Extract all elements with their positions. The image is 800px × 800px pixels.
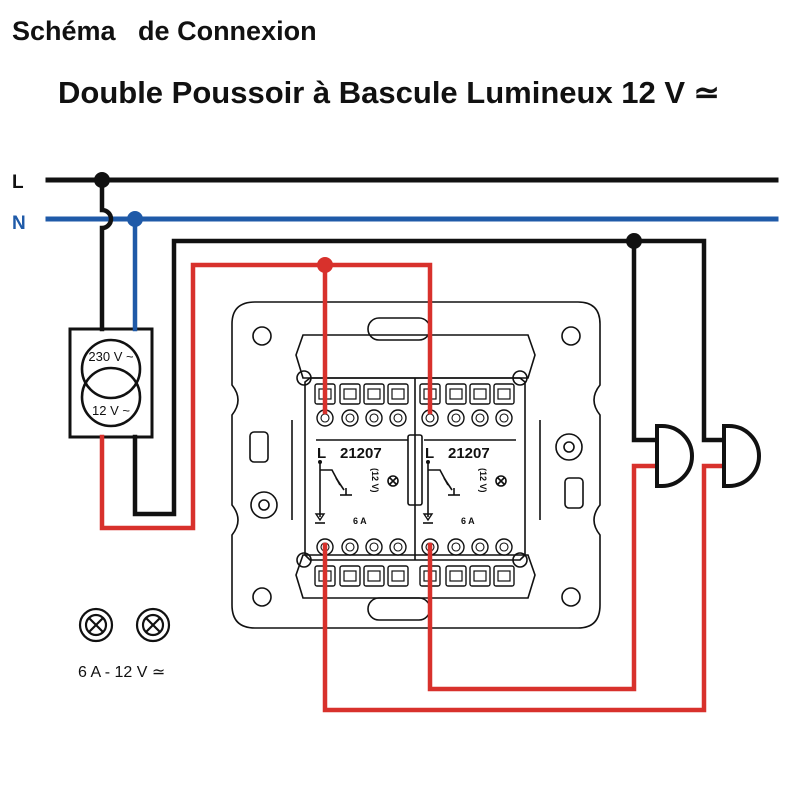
switch-ref-right: 21207 <box>448 445 490 462</box>
ground-arrow-icon <box>422 505 434 524</box>
switch-rating-right: 6 A <box>461 516 475 526</box>
diagram-title: Schéma de Connexion <box>12 16 317 46</box>
terminal-screw <box>469 538 491 587</box>
switch-voltage-right: (12 V) <box>478 468 488 493</box>
junction-dot <box>127 211 143 227</box>
switch-block <box>304 377 526 561</box>
lamp-icon <box>135 607 171 643</box>
red-supply-wire <box>99 262 433 531</box>
terminal-label-right: L <box>425 445 434 462</box>
terminal-screw <box>445 383 467 427</box>
terminal-screw <box>493 538 515 587</box>
transformer-primary-label: 230 V ~ <box>88 349 134 364</box>
live-line-label: L <box>12 172 24 193</box>
terminal-screw <box>387 538 409 587</box>
transformer-icon: 230 V ~ 12 V ~ <box>68 327 154 439</box>
junction-dot <box>626 233 642 249</box>
lamp-icon <box>78 607 114 643</box>
black-bell1-wire <box>631 238 658 443</box>
ground-arrow-icon <box>314 505 326 524</box>
switch-mounting-plate <box>231 301 601 629</box>
red-bell2-wire <box>322 463 725 713</box>
lamp-icon <box>495 475 507 487</box>
terminal-screw <box>363 538 385 587</box>
diagram-subtitle: Double Poussoir à Bascule Lumineux 12 V … <box>58 75 720 110</box>
terminal-screw <box>493 383 515 427</box>
junction-dot <box>317 257 333 273</box>
transformer-secondary-label: 12 V ~ <box>92 403 130 418</box>
black-common-wire <box>132 238 725 517</box>
terminal-label-left: L <box>317 445 326 462</box>
push-button-icon <box>426 460 460 505</box>
terminal-screw <box>339 383 361 427</box>
bell-icon <box>655 424 694 488</box>
neutral-line-label: N <box>12 213 26 234</box>
terminal-screw <box>445 538 467 587</box>
switch-rating-left: 6 A <box>353 516 367 526</box>
junction-dot <box>94 172 110 188</box>
red-bell1-wire <box>427 463 658 692</box>
terminal-screw <box>387 383 409 427</box>
switch-module-left: L 21207 (12 V) 6 A <box>314 439 408 526</box>
live-drop-wire <box>99 177 114 332</box>
terminal-screw <box>469 383 491 427</box>
bell-icon <box>722 424 761 488</box>
switch-ref-left: 21207 <box>340 445 382 462</box>
switch-voltage-left: (12 V) <box>370 468 380 493</box>
lamp-rating-label: 6 A - 12 V ≃ <box>78 664 165 681</box>
push-button-icon <box>318 460 352 505</box>
switch-module-right: L 21207 (12 V) 6 A <box>422 439 516 526</box>
terminal-screw <box>363 383 385 427</box>
lamp-legend: 6 A - 12 V ≃ <box>78 607 171 681</box>
lamp-icon <box>387 475 399 487</box>
terminal-screw <box>339 538 361 587</box>
wires <box>45 172 779 713</box>
